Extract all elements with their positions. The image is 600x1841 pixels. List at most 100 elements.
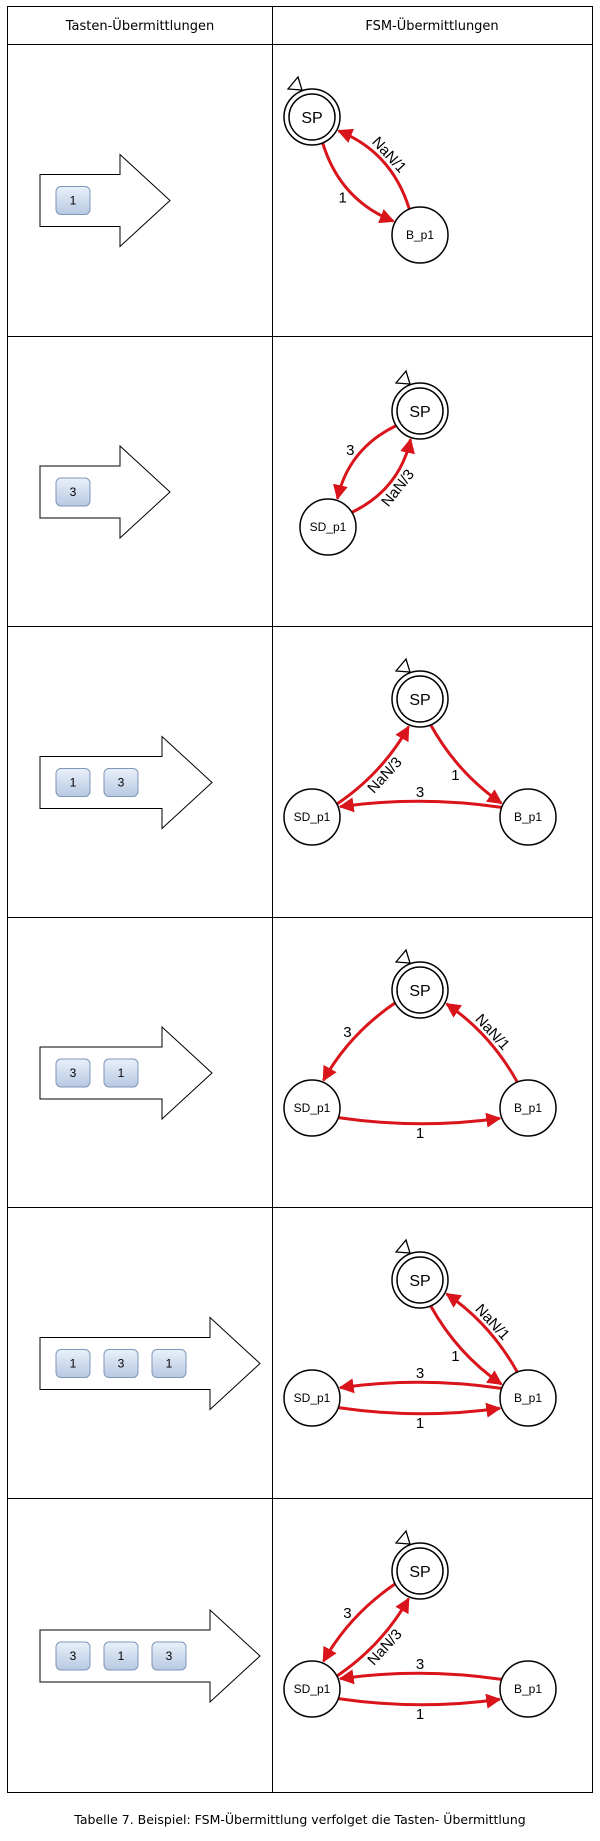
transition-arrow	[429, 724, 503, 805]
key-label: 3	[70, 1649, 77, 1663]
transition-label: 3	[416, 1656, 424, 1673]
key-cap: 3	[103, 768, 139, 797]
key-label: 3	[70, 485, 77, 499]
state-label: B_p1	[406, 228, 434, 242]
transition-arrow	[351, 438, 415, 514]
transition-arrow	[335, 1597, 410, 1678]
state-label: SD_p1	[294, 1682, 331, 1696]
transition-label: 1	[416, 1706, 424, 1723]
state-sp: SP	[391, 1238, 449, 1309]
key-cap: 3	[151, 1641, 187, 1671]
state-label: B_p1	[514, 1101, 542, 1115]
key-label: 1	[70, 776, 77, 790]
key-cap: 1	[55, 768, 91, 797]
transition-label: 1	[416, 1125, 424, 1142]
header-fsm: FSM-Übermittlungen	[365, 17, 498, 34]
transition-arrow	[338, 797, 502, 813]
state-b-p1: B_p1	[391, 206, 449, 264]
initial-state-marker	[394, 369, 411, 385]
transition-arrow	[321, 142, 395, 224]
state-label: B_p1	[514, 1682, 542, 1696]
state-sd-p1: SD_p1	[283, 788, 341, 846]
transition-label: 1	[451, 1348, 459, 1365]
transition-arrow	[445, 1292, 519, 1373]
table-caption: Tabelle 7. Beispiel: FSM-Übermittlung ve…	[74, 1812, 526, 1827]
input-arrow	[39, 1608, 261, 1704]
transition-label: 3	[416, 1365, 424, 1382]
key-label: 3	[70, 1066, 77, 1080]
state-b-p1: B_p1	[499, 788, 557, 846]
table-grid	[7, 6, 593, 1793]
state-sd-p1: SD_p1	[299, 498, 357, 556]
state-label: SD_p1	[294, 810, 331, 824]
initial-state-marker	[394, 1529, 411, 1545]
header-tasten: Tasten-Übermittlungen	[65, 17, 214, 34]
state-sd-p1: SD_p1	[283, 1369, 341, 1427]
initial-state-marker	[394, 657, 411, 673]
state-b-p1: B_p1	[499, 1369, 557, 1427]
transition-arrow	[338, 1378, 502, 1394]
transition-label: 3	[343, 1024, 351, 1041]
state-sd-p1: SD_p1	[283, 1660, 341, 1718]
state-label: SP	[409, 983, 430, 1000]
key-label: 1	[70, 1357, 77, 1371]
transition-arrow	[338, 1669, 502, 1685]
transition-arrow	[333, 424, 397, 500]
state-sp: SP	[283, 75, 341, 146]
input-arrow	[39, 153, 171, 248]
state-sp: SP	[391, 657, 449, 728]
key-cap: 1	[103, 1641, 139, 1671]
transition-arrow	[338, 1112, 502, 1128]
transition-arrow	[338, 1402, 502, 1418]
key-cap: 3	[103, 1349, 139, 1378]
initial-state-marker	[394, 1238, 411, 1254]
key-label: 3	[118, 776, 125, 790]
state-label: B_p1	[514, 1391, 542, 1405]
input-arrow	[39, 444, 171, 540]
state-label: SP	[409, 1273, 430, 1290]
state-label: SP	[409, 692, 430, 709]
key-label: 3	[118, 1357, 125, 1371]
transition-label: 1	[451, 767, 459, 784]
state-sp: SP	[391, 948, 449, 1019]
transition-arrow	[335, 725, 410, 806]
transition-arrow	[445, 1002, 519, 1083]
key-label: 1	[118, 1066, 125, 1080]
key-label: 3	[166, 1649, 173, 1663]
key-cap: 3	[55, 477, 91, 507]
state-label: SD_p1	[294, 1391, 331, 1405]
state-label: SP	[409, 1564, 430, 1581]
key-label: 1	[118, 1649, 125, 1663]
transition-label: 3	[346, 442, 354, 459]
key-label: 1	[166, 1357, 173, 1371]
key-cap: 3	[55, 1058, 91, 1088]
transition-label: 1	[416, 1415, 424, 1432]
key-cap: 1	[103, 1058, 139, 1088]
state-sp: SP	[391, 1529, 449, 1600]
initial-state-marker	[286, 75, 303, 91]
key-cap: 1	[55, 1349, 91, 1378]
transition-arrow	[322, 1582, 397, 1663]
transition-label: 1	[339, 189, 347, 206]
state-label: B_p1	[514, 810, 542, 824]
transition-arrow	[429, 1305, 503, 1386]
state-label: SP	[301, 110, 322, 127]
transition-arrow	[338, 1693, 502, 1709]
key-label: 1	[70, 194, 77, 208]
key-cap: 1	[151, 1349, 187, 1378]
transition-arrow	[337, 128, 411, 210]
transition-label: 3	[416, 784, 424, 801]
input-arrow	[39, 1316, 261, 1411]
initial-state-marker	[394, 948, 411, 964]
key-cap: 3	[55, 1641, 91, 1671]
transition-arrow	[322, 1001, 397, 1082]
state-b-p1: B_p1	[499, 1079, 557, 1137]
state-label: SD_p1	[310, 520, 347, 534]
